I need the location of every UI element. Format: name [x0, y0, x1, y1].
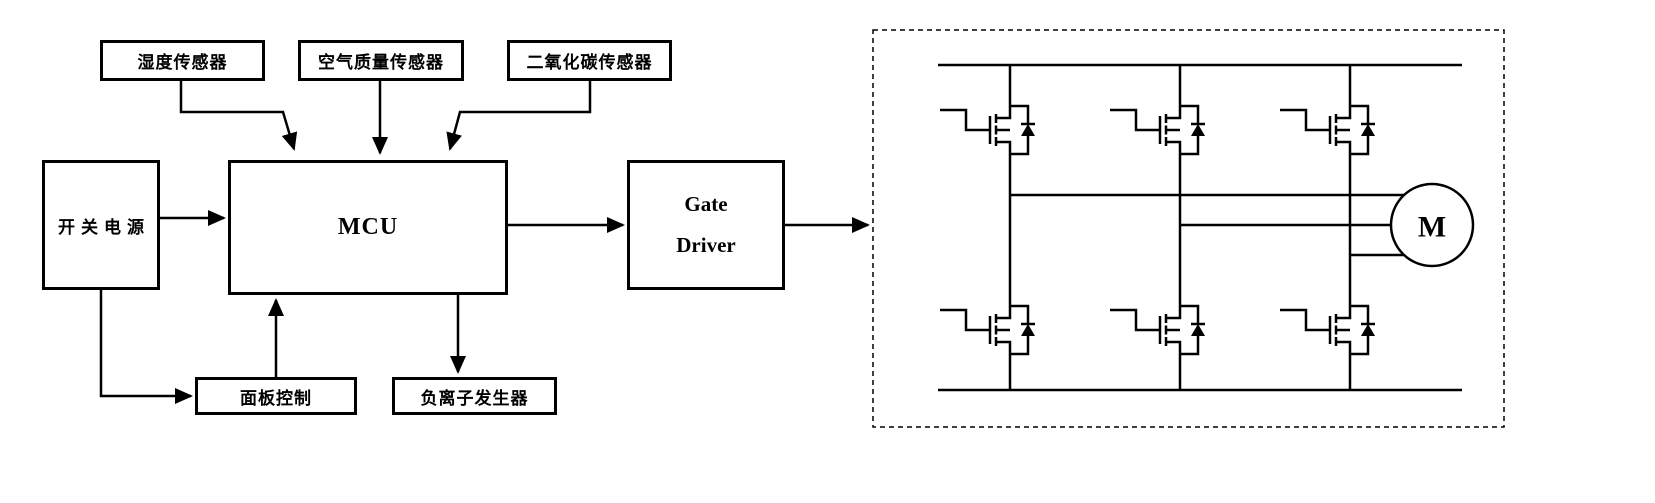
power-supply-label: 开关电源: [58, 217, 150, 237]
mosfet-high-2: [1108, 93, 1207, 167]
humidity-sensor-label: 湿度传感器: [137, 53, 228, 72]
mcu-box: MCU: [228, 160, 508, 295]
mosfet-high-1: [938, 93, 1037, 167]
gate-driver-label-line2: Driver: [676, 233, 736, 257]
panel-control-label: 面板控制: [240, 388, 312, 408]
motor-label: M: [1418, 211, 1446, 244]
ion-generator-box: 负离子发生器: [392, 377, 557, 415]
co2-sensor-label: 二氧化碳传感器: [526, 53, 653, 72]
inverter-circuit: M: [872, 29, 1505, 428]
arrow-humidity-to-mcu: [179, 80, 298, 151]
mosfet-low-3: [1278, 293, 1377, 367]
air-quality-sensor-box: 空气质量传感器: [298, 40, 464, 81]
power-supply-box: 开关电源: [42, 160, 160, 290]
arrow-power-to-panel: [99, 290, 193, 404]
flow-arrows: [99, 80, 870, 404]
air-quality-sensor-label: 空气质量传感器: [318, 53, 444, 72]
motor-symbol: [1389, 182, 1475, 268]
co2-sensor-box: 二氧化碳传感器: [507, 40, 672, 81]
inverter-dashed-border: [872, 29, 1505, 428]
panel-control-box: 面板控制: [195, 377, 357, 415]
ion-generator-label: 负离子发生器: [420, 388, 529, 408]
gate-driver-box: Gate Driver: [627, 160, 785, 290]
mosfet-high-3: [1278, 93, 1377, 167]
arrow-co2-to-mcu: [446, 80, 592, 151]
mosfet-low-2: [1108, 293, 1207, 367]
gate-driver-label-line1: Gate: [684, 191, 728, 216]
humidity-sensor-box: 湿度传感器: [100, 40, 265, 81]
mosfet-low-1: [938, 293, 1037, 367]
mcu-label: MCU: [337, 214, 399, 240]
